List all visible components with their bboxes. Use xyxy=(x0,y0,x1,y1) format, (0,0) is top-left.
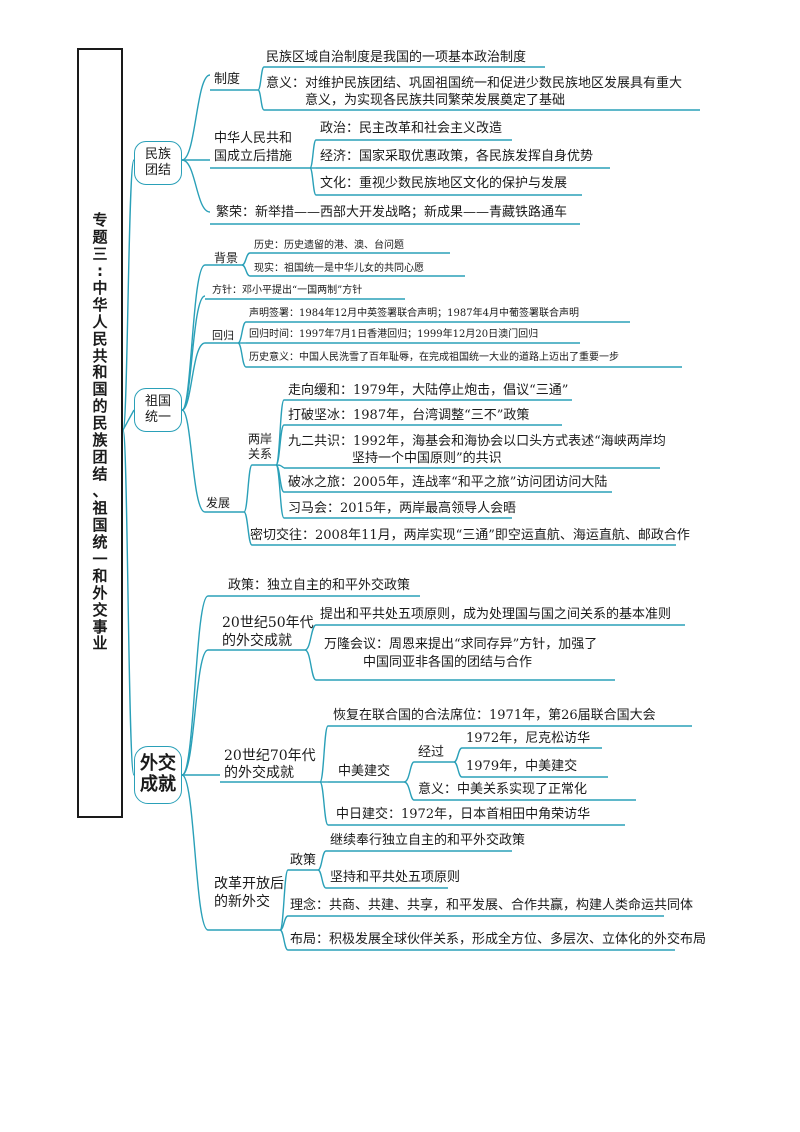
title-char: 团 xyxy=(92,448,108,467)
text-prosperity: 繁荣：新举措——西部大开发战略；新成果——青藏铁路通车 xyxy=(216,205,568,220)
text-ease: 走向缓和：1979年，大陆停止炮击，倡议“三通” xyxy=(288,383,569,398)
text-return-meaning: 历史意义：中国人民洗雪了百年耻辱，在完成祖国统一大业的道路上迈出了重要一步 xyxy=(249,352,619,363)
text-us-1979: 1979年，中美建交 xyxy=(466,759,578,774)
title-char: 专 xyxy=(92,211,108,229)
text-bandung-1: 万隆会议：周恩来提出“求同存异”方针，加强了 xyxy=(324,637,598,652)
label-reform-2: 的新外交 xyxy=(214,894,270,910)
label-1970s-2: 的外交成就 xyxy=(224,765,294,781)
label-reform-policy: 政策 xyxy=(290,853,317,868)
node-reunification: 祖国统一 xyxy=(134,388,182,432)
title-char: 的 xyxy=(92,397,108,416)
text-un-seat: 恢复在联合国的合法席位：1971年，第26届联合国大会 xyxy=(333,708,656,723)
text-culture: 文化：重视少数民族地区文化的保护与发展 xyxy=(320,176,568,191)
text-consensus-2: 坚持一个中国原则”的共识 xyxy=(352,451,502,466)
text-reality: 现实：祖国统一是中华儿女的共同心愿 xyxy=(254,263,424,274)
text-system-meaning-1: 意义：对维护民族团结、巩固祖国统一和促进少数民族地区发展具有重大 xyxy=(266,76,683,91)
text-system-meaning-2: 意义，为实现各民族共同繁荣发展奠定了基础 xyxy=(305,93,566,108)
label-1970s-1: 20世纪70年代 xyxy=(224,748,316,764)
text-consensus-1: 九二共识：1992年，海基会和海协会以口头方式表述“海峡两岸均 xyxy=(288,434,666,449)
text-adhere-principles: 坚持和平共处五项原则 xyxy=(330,870,461,885)
text-break-ice: 打破坚冰：1987年，台湾调整“三不”政策 xyxy=(288,408,530,423)
label-reform-1: 改革开放后 xyxy=(214,876,284,892)
text-us-meaning: 意义：中美关系实现了正常化 xyxy=(418,782,588,797)
node-ethnic-unity: 民族团结 xyxy=(134,141,182,185)
text-icebreak-trip: 破冰之旅：2005年，连战率“和平之旅”访问团访问大陆 xyxy=(288,475,608,490)
title-char: 三 xyxy=(92,244,108,263)
text-sino-japan: 中日建交：1972年，日本首相田中角荣访华 xyxy=(336,807,591,822)
title-char: 华 xyxy=(92,295,108,314)
title-char: 业 xyxy=(92,634,108,653)
label-process: 经过 xyxy=(418,745,445,760)
title-char: 国 xyxy=(92,515,108,534)
title-char: 和 xyxy=(92,566,108,585)
title-char: 共 xyxy=(92,346,108,365)
label-cross-strait-1: 两岸 xyxy=(248,432,273,446)
label-system: 制度 xyxy=(214,72,241,87)
label-1950s-1: 20世纪50年代 xyxy=(222,615,314,631)
text-system-basic: 民族区域自治制度是我国的一项基本政治制度 xyxy=(266,50,527,65)
text-concept: 理念：共商、共建、共享，和平发展、合作共赢，构建人类命运共同体 xyxy=(290,898,694,913)
title-char: 族 xyxy=(92,431,108,450)
label-development: 发展 xyxy=(206,496,231,510)
label-cross-strait-2: 关系 xyxy=(248,447,273,461)
title-char: 民 xyxy=(92,414,108,433)
text-close-exchange: 密切交往：2008年11月，两岸实现“三通”即空运直航、海运直航、邮政合作 xyxy=(250,528,690,543)
label-measures-1: 中华人民共和 xyxy=(214,131,293,146)
node-diplomacy: 外交成就 xyxy=(134,746,182,804)
title-char: 中 xyxy=(92,278,108,297)
title-char: 和 xyxy=(92,363,108,382)
title-char: : xyxy=(97,261,103,280)
text-bandung-2: 中国同亚非各国的团结与合作 xyxy=(363,655,533,670)
topic-title: 专题三:中华人民共和国的民族团结、祖国统一和外交事业 xyxy=(79,212,121,652)
title-char: 民 xyxy=(92,329,108,348)
text-politics: 政治：民主改革和社会主义改造 xyxy=(320,121,503,136)
node-ethnic-unity-label: 民族团结 xyxy=(144,146,171,178)
label-sino-us: 中美建交 xyxy=(338,764,391,779)
topic-title-box: 专题三:中华人民共和国的民族团结、祖国统一和外交事业 xyxy=(77,48,123,818)
title-char: 一 xyxy=(92,549,108,568)
text-xi-ma-meeting: 习马会：2015年，两岸最高领导人会晤 xyxy=(288,501,517,516)
title-char: 国 xyxy=(92,380,108,399)
text-continue-policy: 继续奉行独立自主的和平外交政策 xyxy=(330,833,526,848)
title-char: 人 xyxy=(92,312,108,331)
text-diplomatic-policy: 政策：独立自主的和平外交政策 xyxy=(228,578,411,593)
title-char: 题 xyxy=(92,227,108,246)
text-policy: 方针：邓小平提出“一国两制”方针 xyxy=(212,285,363,296)
title-char: 交 xyxy=(92,600,108,619)
label-measures-2: 国成立后措施 xyxy=(214,149,293,164)
node-reunification-label: 祖国统一 xyxy=(144,393,171,425)
text-history: 历史：历史遗留的港、澳、台问题 xyxy=(254,240,404,251)
text-declaration: 声明签署：1984年12月中英签署联合声明；1987年4月中葡签署联合声明 xyxy=(249,308,579,319)
label-1950s-2: 的外交成就 xyxy=(222,633,292,649)
text-nixon-visit: 1972年，尼克松访华 xyxy=(466,731,591,746)
title-char: 祖 xyxy=(92,498,108,517)
title-char: 统 xyxy=(92,532,108,551)
title-char: 结 xyxy=(92,465,108,484)
title-char: 、 xyxy=(92,482,108,500)
node-diplomacy-label: 外交成就 xyxy=(140,753,176,795)
label-return: 回归 xyxy=(212,329,234,342)
text-layout: 布局：积极发展全球伙伴关系，形成全方位、多层次、立体化的外交布局 xyxy=(290,932,707,947)
text-five-principles: 提出和平共处五项原则，成为处理国与国之间关系的基本准则 xyxy=(320,607,672,622)
title-char: 事 xyxy=(92,617,108,636)
label-background: 背景 xyxy=(214,251,239,265)
text-return-time: 回归时间：1997年7月1日香港回归；1999年12月20日澳门回归 xyxy=(249,329,539,340)
title-char: 外 xyxy=(92,583,108,602)
text-economy: 经济：国家采取优惠政策，各民族发挥自身优势 xyxy=(320,149,594,164)
